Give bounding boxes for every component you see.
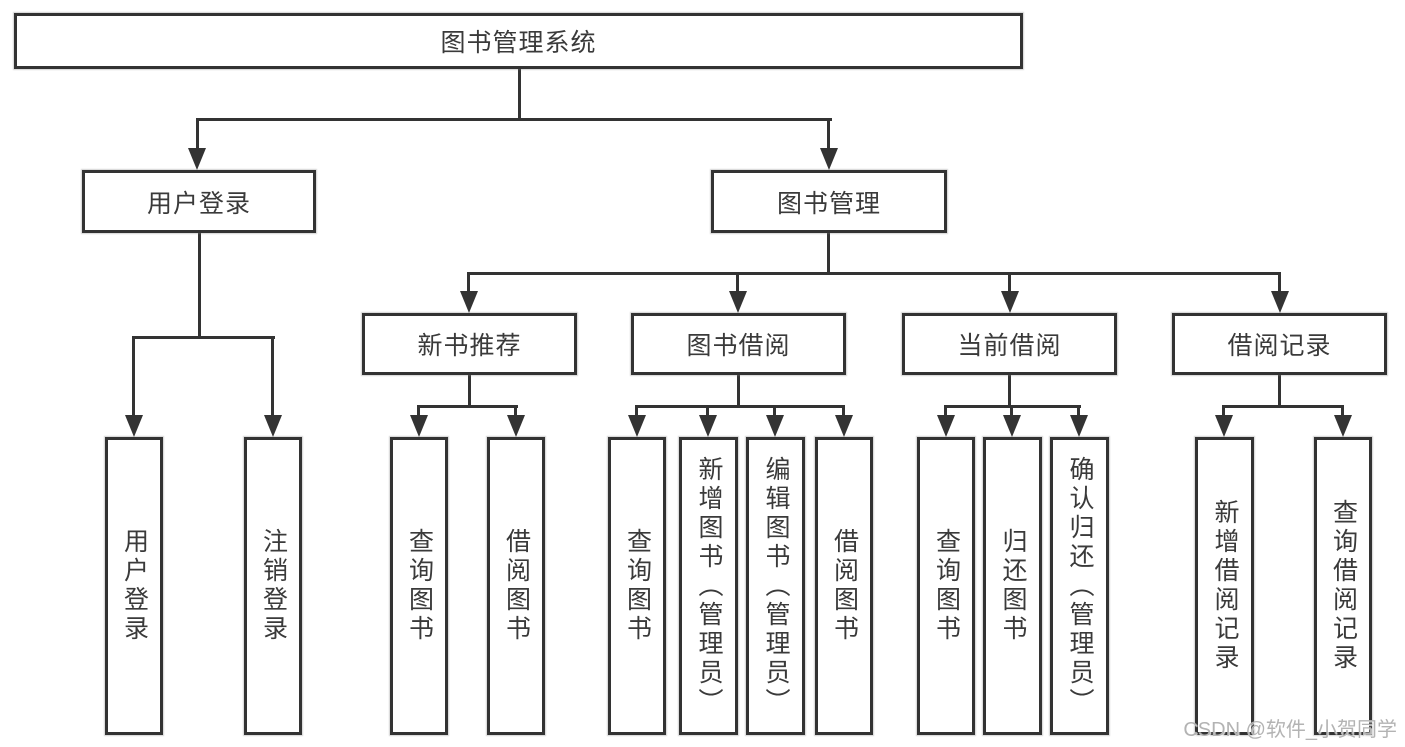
leaf-logout: 注销登录	[244, 437, 302, 735]
arrow-down-icon	[1334, 415, 1352, 437]
arrow-down-icon	[188, 148, 206, 170]
connector-line	[706, 405, 709, 417]
arrow-down-icon	[1271, 291, 1289, 313]
leaf-return-book: 归还图书	[983, 437, 1042, 735]
node-label: 用户登录	[146, 189, 251, 218]
node-label: 注销登录	[259, 528, 288, 644]
node-label: 查询借阅记录	[1329, 499, 1358, 673]
node-label: 图书借阅	[686, 332, 791, 360]
watermark-text: CSDN @软件_小贺同学	[1183, 719, 1397, 741]
arrow-down-icon	[699, 415, 717, 437]
connector-line	[635, 405, 845, 408]
connector-line	[1278, 375, 1281, 406]
leaf-user-login: 用户登录	[105, 437, 163, 735]
leaf-edit-book-admin: 编辑图书（管理员）	[746, 437, 805, 735]
connector-line	[1222, 405, 1225, 417]
connector-line	[737, 375, 740, 406]
connector-line	[417, 405, 518, 408]
arrow-down-icon	[1003, 415, 1021, 437]
node-label: 图书管理系统	[440, 29, 597, 57]
connector-line	[198, 233, 201, 338]
arrow-down-icon	[1070, 415, 1088, 437]
node-user-login: 用户登录	[82, 170, 316, 233]
connector-line	[196, 118, 832, 121]
node-label: 借阅记录	[1227, 332, 1332, 360]
connector-line	[827, 233, 830, 274]
arrow-down-icon	[507, 415, 525, 437]
connector-line	[518, 68, 521, 119]
node-label: 借阅图书	[502, 528, 531, 644]
connector-line	[468, 375, 471, 406]
arrow-down-icon	[460, 291, 478, 313]
node-label: 确认归还（管理员）	[1066, 455, 1094, 717]
leaf-query-book-2: 查询图书	[608, 437, 666, 735]
arrow-down-icon	[410, 415, 428, 437]
node-new-book-recommend: 新书推荐	[362, 313, 577, 375]
leaf-borrow-book-2: 借阅图书	[815, 437, 873, 735]
arrow-down-icon	[628, 415, 646, 437]
node-label: 新书推荐	[417, 332, 522, 360]
node-current-borrow: 当前借阅	[902, 313, 1117, 375]
connector-line	[827, 118, 830, 149]
connector-line	[1278, 272, 1281, 293]
connector-line	[1008, 375, 1011, 406]
node-label: 新增图书（管理员）	[695, 455, 723, 717]
connector-line	[467, 272, 470, 293]
arrow-down-icon	[835, 415, 853, 437]
leaf-query-borrow-record: 查询借阅记录	[1314, 437, 1372, 735]
arrow-down-icon	[729, 291, 747, 313]
leaf-add-borrow-record: 新增借阅记录	[1195, 437, 1254, 735]
leaf-add-book-admin: 新增图书（管理员）	[679, 437, 738, 735]
arrow-down-icon	[1001, 291, 1019, 313]
leaf-query-book-3: 查询图书	[917, 437, 975, 735]
node-label: 归还图书	[999, 528, 1027, 644]
node-borrow-records: 借阅记录	[1172, 313, 1387, 375]
node-root: 图书管理系统	[14, 13, 1023, 69]
node-label: 查询图书	[932, 528, 961, 644]
connector-line	[1222, 405, 1344, 408]
connector-line	[1008, 272, 1011, 293]
node-label: 新增借阅记录	[1211, 499, 1239, 673]
leaf-confirm-return-admin: 确认归还（管理员）	[1050, 437, 1109, 735]
node-label: 查询图书	[623, 528, 652, 644]
connector-line	[773, 405, 776, 417]
arrow-down-icon	[766, 415, 784, 437]
node-label: 查询图书	[405, 528, 434, 644]
connector-line	[736, 272, 739, 293]
connector-line	[132, 336, 275, 339]
node-label: 图书管理	[776, 189, 881, 218]
connector-line	[271, 336, 274, 416]
node-book-borrow: 图书借阅	[631, 313, 846, 375]
connector-line	[1010, 405, 1013, 417]
node-label: 编辑图书（管理员）	[762, 455, 790, 717]
node-book-management: 图书管理	[711, 170, 947, 233]
leaf-borrow-book-1: 借阅图书	[487, 437, 545, 735]
node-label: 借阅图书	[830, 528, 859, 644]
arrow-down-icon	[937, 415, 955, 437]
node-label: 用户登录	[120, 528, 149, 644]
arrow-down-icon	[820, 148, 838, 170]
arrow-down-icon	[1215, 415, 1233, 437]
connector-line	[944, 405, 947, 417]
connector-line	[842, 405, 845, 417]
connector-line	[635, 405, 638, 417]
leaf-query-book-1: 查询图书	[390, 437, 448, 735]
arrow-down-icon	[125, 415, 143, 437]
connector-line	[417, 405, 420, 417]
connector-line	[132, 336, 135, 416]
connector-line	[514, 405, 517, 417]
connector-line	[196, 118, 199, 149]
connector-line	[468, 272, 1281, 275]
arrow-down-icon	[264, 415, 282, 437]
connector-line	[1341, 405, 1344, 417]
connector-line	[1077, 405, 1080, 417]
node-label: 当前借阅	[957, 332, 1062, 360]
